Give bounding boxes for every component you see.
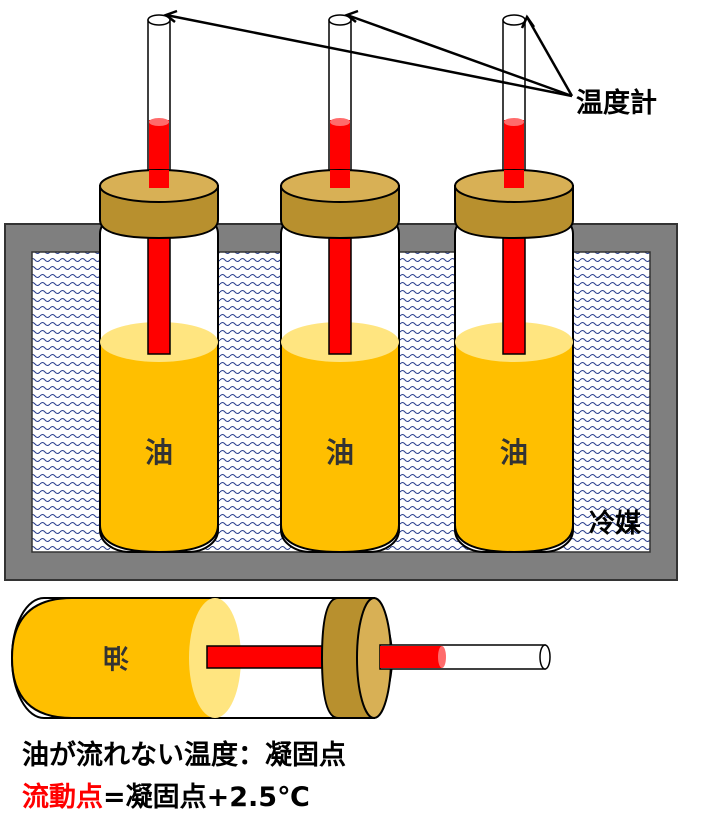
caption-pour-point: 流動点=凝固点+2.5℃ xyxy=(22,775,310,814)
tilted-test-tube: 油 xyxy=(10,597,551,719)
mercury-column-inner-3 xyxy=(502,231,526,355)
oil-sample-2 xyxy=(280,339,400,554)
pour-point-term: 流動点 xyxy=(22,782,103,813)
mercury-column-inner-2 xyxy=(328,231,352,355)
tilted-mercury-inner xyxy=(206,645,338,669)
test-tube-1 xyxy=(99,14,219,554)
test-tube-2 xyxy=(280,14,400,554)
coolant-label: 冷媒 xyxy=(589,508,642,539)
oil-label-1: 油 xyxy=(145,436,173,469)
tilted-oil-sample xyxy=(10,597,216,719)
oil-label-3: 油 xyxy=(500,436,528,469)
arrowhead-2 xyxy=(344,9,359,23)
mercury-column-inner-1 xyxy=(147,231,171,355)
arrowhead-3 xyxy=(520,14,536,29)
oil-sample-1 xyxy=(99,339,219,554)
thermometer-label: 温度計 xyxy=(576,87,657,119)
tilted-mercury-outer xyxy=(380,646,442,668)
oil-label-2: 油 xyxy=(326,436,354,469)
caption-solidification-point: 油が流れない温度：凝固点 xyxy=(22,740,346,771)
oil-sample-3 xyxy=(454,339,574,554)
pour-point-formula: =凝固点+2.5℃ xyxy=(103,782,310,813)
tilted-oil-label: 油 xyxy=(103,642,129,672)
arrowhead-1 xyxy=(163,9,178,23)
test-tube-3 xyxy=(454,14,574,554)
thermometer-pointers xyxy=(163,9,574,98)
